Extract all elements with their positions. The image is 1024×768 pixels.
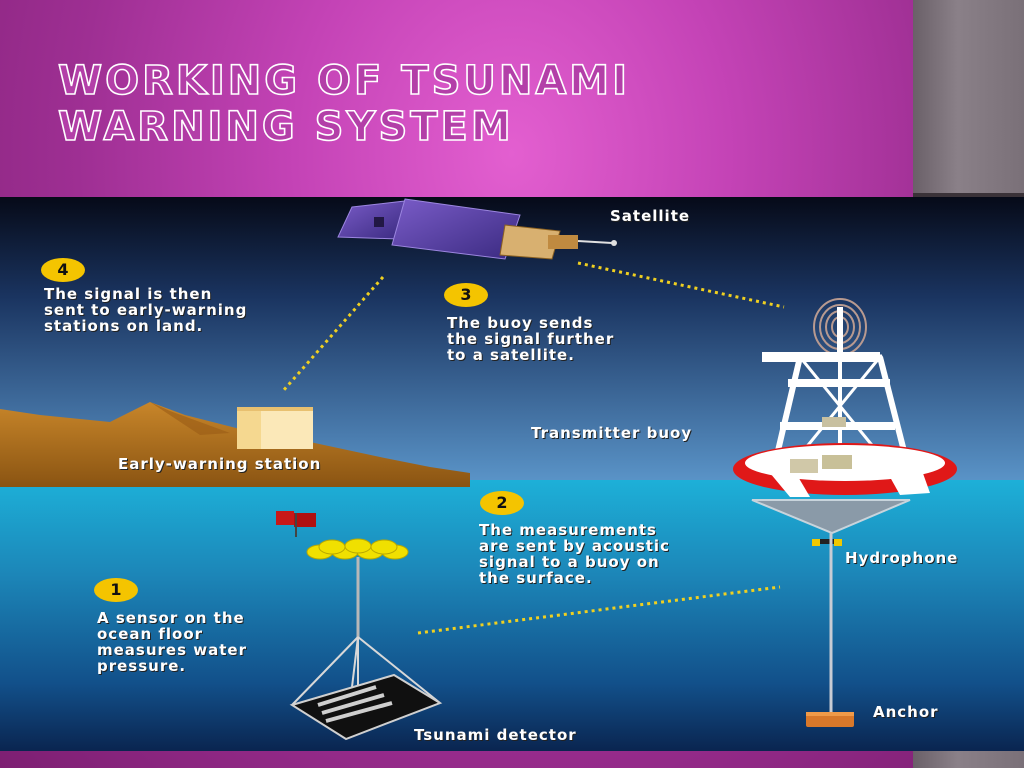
land-ridge — [150, 402, 230, 435]
anchor-icon — [806, 712, 854, 727]
step-3-text: The buoy sends the signal further to a s… — [447, 315, 614, 363]
step-1-text: A sensor on the ocean floor measures wat… — [97, 610, 247, 674]
anchor-label: Anchor — [873, 703, 939, 721]
tsunami-detector-icon — [276, 511, 443, 741]
hydrophone-icon — [751, 499, 911, 546]
step-4-text: The signal is then sent to early-warning… — [44, 286, 247, 334]
diagram-illustration — [0, 197, 1024, 751]
step-2-line: signal to a buoy on — [479, 553, 660, 571]
signal-detector-to-buoy — [417, 585, 781, 635]
step-2-text: The measurements are sent by acoustic si… — [479, 522, 670, 586]
step-4-badge: 4 — [41, 258, 85, 282]
step-1-line: measures water — [97, 641, 247, 659]
step-3-line: to a satellite. — [447, 346, 575, 364]
tsunami-warning-diagram: Satellite Transmitter buoy Early-warning… — [0, 197, 1024, 751]
step-2-line: are sent by acoustic — [479, 537, 670, 555]
step-2-line: The measurements — [479, 521, 657, 539]
step-2-line: the surface. — [479, 569, 593, 587]
signal-lines — [281, 261, 785, 635]
transmitter-buoy-label: Transmitter buoy — [531, 424, 693, 442]
step-4-line: sent to early-warning — [44, 301, 248, 319]
step-3-line: the signal further — [447, 330, 615, 348]
early-warning-station-label: Early-warning station — [118, 455, 322, 473]
side-strip-band — [913, 193, 1024, 197]
step-3-line: The buoy sends — [447, 314, 594, 332]
station-building-icon — [237, 407, 313, 449]
step-1-line: ocean floor — [97, 625, 204, 643]
transmitter-buoy-icon — [733, 298, 957, 497]
step-2-badge: 2 — [480, 491, 524, 515]
step-4-line: The signal is then — [44, 285, 213, 303]
step-3-badge: 3 — [444, 283, 488, 307]
slide-title: Working of Tsunami Warning System — [57, 57, 630, 151]
step-1-line: pressure. — [97, 657, 187, 675]
ocean — [0, 480, 1024, 751]
hydrophone-label: Hydrophone — [845, 549, 959, 567]
signal-buoy-to-satellite — [577, 261, 785, 309]
land — [0, 402, 470, 487]
step-1-badge: 1 — [94, 578, 138, 602]
satellite-label: Satellite — [610, 207, 691, 225]
satellite-icon — [337, 198, 617, 260]
step-4-line: stations on land. — [44, 317, 204, 335]
tsunami-detector-label: Tsunami detector — [414, 726, 577, 744]
step-1-line: A sensor on the — [97, 609, 245, 627]
signal-satellite-to-station — [281, 276, 385, 392]
